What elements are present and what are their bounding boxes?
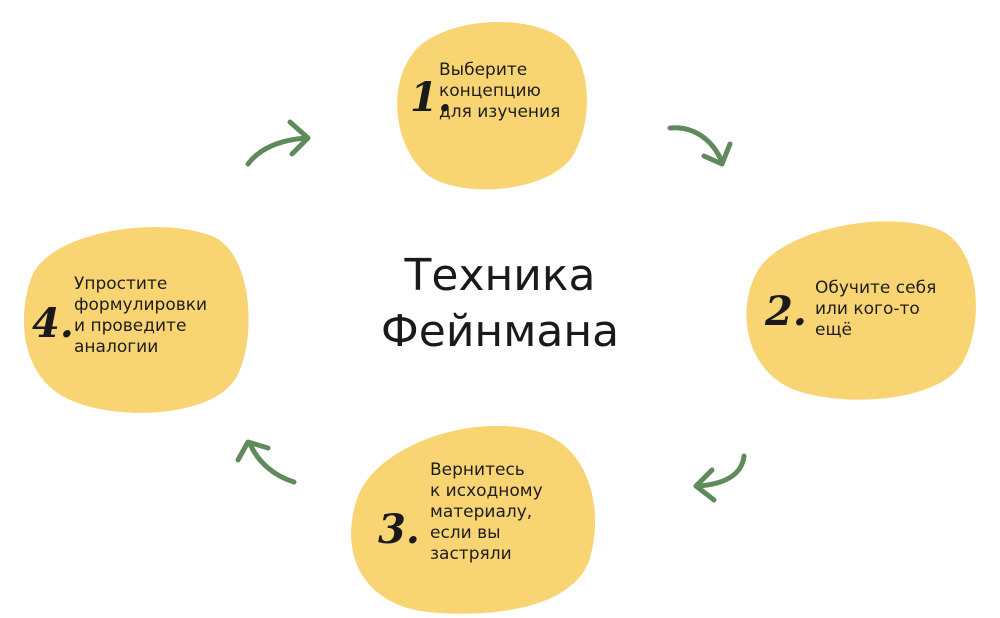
step-3-blob [351, 425, 596, 614]
step-2-number: 2. [765, 288, 807, 335]
arrow-right-icon [245, 119, 311, 167]
step-2-card: 2. Обучите себя или кого-то ещё [735, 212, 983, 404]
step-1-blob [397, 22, 587, 190]
title-line-1: Техника [404, 250, 596, 301]
step-3-number: 3. [378, 506, 420, 553]
arrow-down-right-icon [667, 125, 733, 167]
step-4-card: 4. Упростите формулировки и проведите ан… [14, 218, 254, 418]
step-4-blob [23, 226, 249, 413]
step-2-text: Обучите себя или кого-то ещё [815, 278, 937, 340]
step-1-text: Выберите концепцию для изучения [439, 60, 561, 122]
step-3-text: Вернитесь к исходному материалу, если вы… [430, 460, 543, 564]
arrow-up-left-icon [235, 439, 297, 485]
diagram-title: Техника Фейнмана [350, 248, 650, 360]
step-1-number: 1. [410, 74, 452, 121]
step-1-card: 1. Выберите концепцию для изучения [384, 12, 596, 192]
title-line-2: Фейнмана [380, 306, 620, 357]
step-3-card: 3. Вернитесь к исходному материалу, если… [338, 418, 604, 616]
arrow-left-icon [693, 453, 747, 503]
step-4-text: Упростите формулировки и проведите анало… [74, 274, 208, 357]
step-4-number: 4. [32, 300, 74, 347]
step-2-blob [746, 221, 976, 400]
